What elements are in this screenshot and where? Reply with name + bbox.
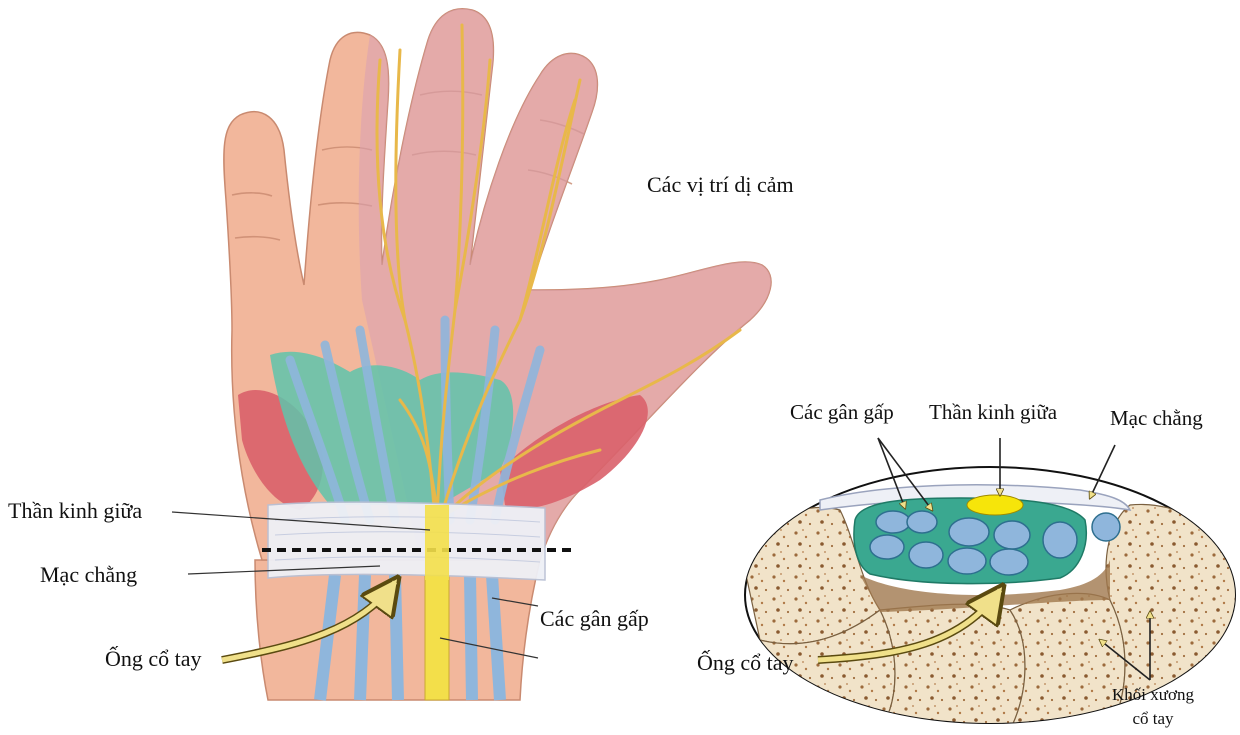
label-hand-carpal-tunnel: Ống cổ tay: [105, 648, 202, 670]
carpal-bone-center: [880, 604, 1025, 730]
label-paresthesia-sites: Các vị trí dị cảm: [647, 174, 794, 196]
hand: [224, 9, 771, 700]
label-hand-median-nerve: Thần kinh giữa: [8, 500, 142, 522]
label-hand-ligament: Mạc chằng: [40, 564, 137, 586]
label-cs-carpal-bones-line1: Khối xương: [1108, 686, 1198, 703]
label-cs-ligament: Mạc chằng: [1110, 408, 1203, 429]
median-nerve-at-wrist: [425, 505, 449, 580]
flexor-ligament-band: [268, 502, 545, 580]
label-hand-flexor-tendons: Các gân gấp: [540, 608, 649, 630]
label-cs-carpal-bones-line2: cổ tay: [1108, 710, 1198, 727]
label-cs-flexor-tendons: Các gân gấp: [790, 402, 894, 423]
label-cs-carpal-tunnel: Ống cổ tay: [697, 652, 794, 674]
cross-section-median-nerve: [967, 495, 1023, 515]
label-cs-median-nerve: Thần kinh giữa: [929, 402, 1057, 423]
